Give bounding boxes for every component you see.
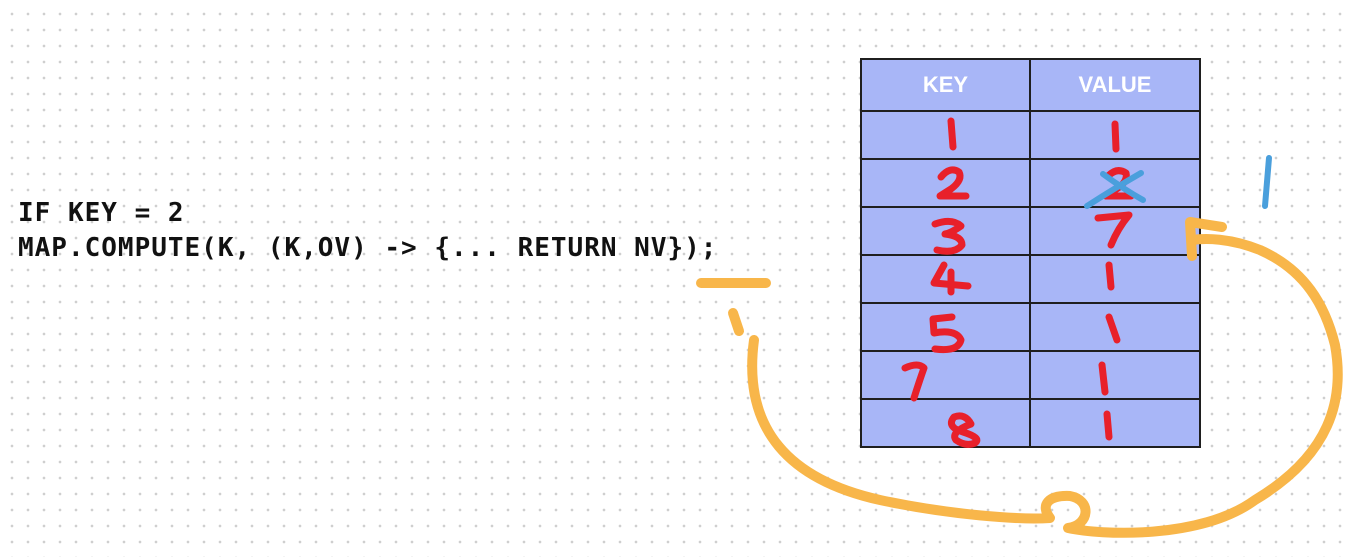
key-cell [860, 302, 1031, 352]
code-line-compute: MAP.COMPUTE(K, (K,OV) -> {... RETURN NV}… [18, 233, 718, 263]
header-value: VALUE [1029, 58, 1201, 112]
value-cell [1029, 110, 1201, 160]
value-cell [1029, 398, 1201, 448]
header-key: KEY [860, 58, 1031, 112]
key-cell [860, 254, 1031, 304]
table-row [860, 398, 1201, 448]
table-row [860, 110, 1201, 160]
key-cell [860, 158, 1031, 208]
blue-digit-1-stroke [1262, 155, 1272, 209]
key-cell [860, 110, 1031, 160]
value-cell [1029, 158, 1201, 208]
map-table: KEY VALUE [860, 58, 1201, 448]
key-cell [860, 350, 1031, 400]
value-cell [1029, 206, 1201, 256]
table-row [860, 254, 1201, 304]
tick-stroke [728, 308, 744, 336]
value-cell [1029, 350, 1201, 400]
table-row [860, 302, 1201, 352]
key-cell [860, 206, 1031, 256]
table-row [860, 350, 1201, 400]
value-cell [1029, 254, 1201, 304]
value-cell [1029, 302, 1201, 352]
code-snippet: IF KEY = 2 MAP.COMPUTE(K, (K,OV) -> {... … [18, 196, 717, 266]
code-line-condition: IF KEY = 2 [18, 198, 185, 228]
table-row [860, 158, 1201, 208]
table-row [860, 206, 1201, 256]
key-cell [860, 398, 1031, 448]
table-header-row: KEY VALUE [860, 58, 1201, 112]
